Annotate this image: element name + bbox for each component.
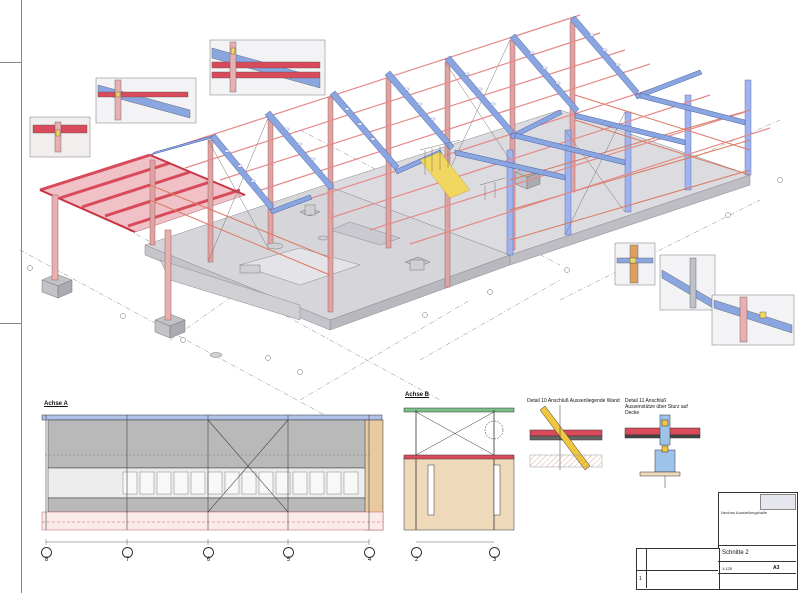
axis-marker-label: 5 — [286, 557, 291, 563]
detail-10-title: Detail 10 Anschluß Aussenliegende Wand — [527, 398, 620, 404]
detail-10-drawing — [529, 405, 603, 471]
scale-value: 1:125 — [722, 566, 733, 571]
section-a-dimensions — [45, 539, 370, 545]
axis-marker-a-2: 7 — [122, 547, 133, 563]
revisions-divider — [636, 570, 718, 571]
revision-number: 1 — [639, 576, 642, 582]
detail-inset-3 — [209, 39, 326, 96]
axis-marker-a-3: 6 — [203, 547, 214, 563]
section-a-windows — [122, 471, 359, 495]
axis-marker-label: 7 — [125, 557, 130, 563]
project-line: Neubau Ausstellungshalle — [721, 510, 768, 515]
revisions-col — [646, 548, 647, 588]
section-a-title: Achse A — [44, 401, 68, 407]
sheet-format: A3 — [773, 565, 780, 571]
axis-marker-b-2: 3 — [489, 547, 500, 563]
axis-marker-label: 3 — [492, 557, 497, 563]
axis-marker-a-4: 5 — [283, 547, 294, 563]
detail-inset-5 — [659, 254, 716, 311]
axis-marker-label: 4 — [367, 557, 372, 563]
column-footings — [41, 166, 541, 339]
axis-marker-label: 8 — [44, 557, 49, 563]
section-b-drawing — [403, 407, 515, 543]
axis-marker-a-5: 4 — [364, 547, 375, 563]
axis-marker-a-1: 8 — [41, 547, 52, 563]
grid-bubbles — [27, 177, 783, 375]
detail-inset-4 — [614, 242, 656, 286]
axis-marker-label: 6 — [206, 557, 211, 563]
title-block-divider-3 — [718, 573, 796, 574]
canopy-steel — [39, 153, 246, 233]
interior-stair — [419, 139, 506, 200]
detail-inset-6 — [711, 294, 795, 346]
canopy-columns — [51, 194, 172, 321]
title-block-logo — [760, 494, 796, 510]
detail-inset-1 — [29, 116, 91, 158]
title-block-revisions — [636, 548, 720, 590]
detail-11-title: Detail 11 Anschluß Aussenstütze über Stu… — [625, 398, 688, 416]
interior-fixtures — [209, 204, 425, 358]
sheet-left-border — [21, 0, 22, 593]
sheet-fold-mark-bottom — [0, 323, 22, 324]
axis-marker-label: 2 — [414, 557, 419, 563]
axis-marker-b-1: 2 — [411, 547, 422, 563]
detail-11-drawing — [624, 414, 701, 488]
rafter-web-holes — [224, 33, 621, 183]
bracing — [207, 39, 626, 263]
section-b-title: Achse B — [405, 392, 430, 398]
sheet-fold-mark-top — [0, 62, 22, 63]
section-a-columns — [45, 415, 370, 530]
drawing-title: Schnitte 2 — [722, 550, 749, 556]
title-block-divider-1 — [718, 545, 796, 546]
detail-inset-2 — [95, 77, 197, 124]
title-block-divider-2 — [718, 561, 796, 562]
